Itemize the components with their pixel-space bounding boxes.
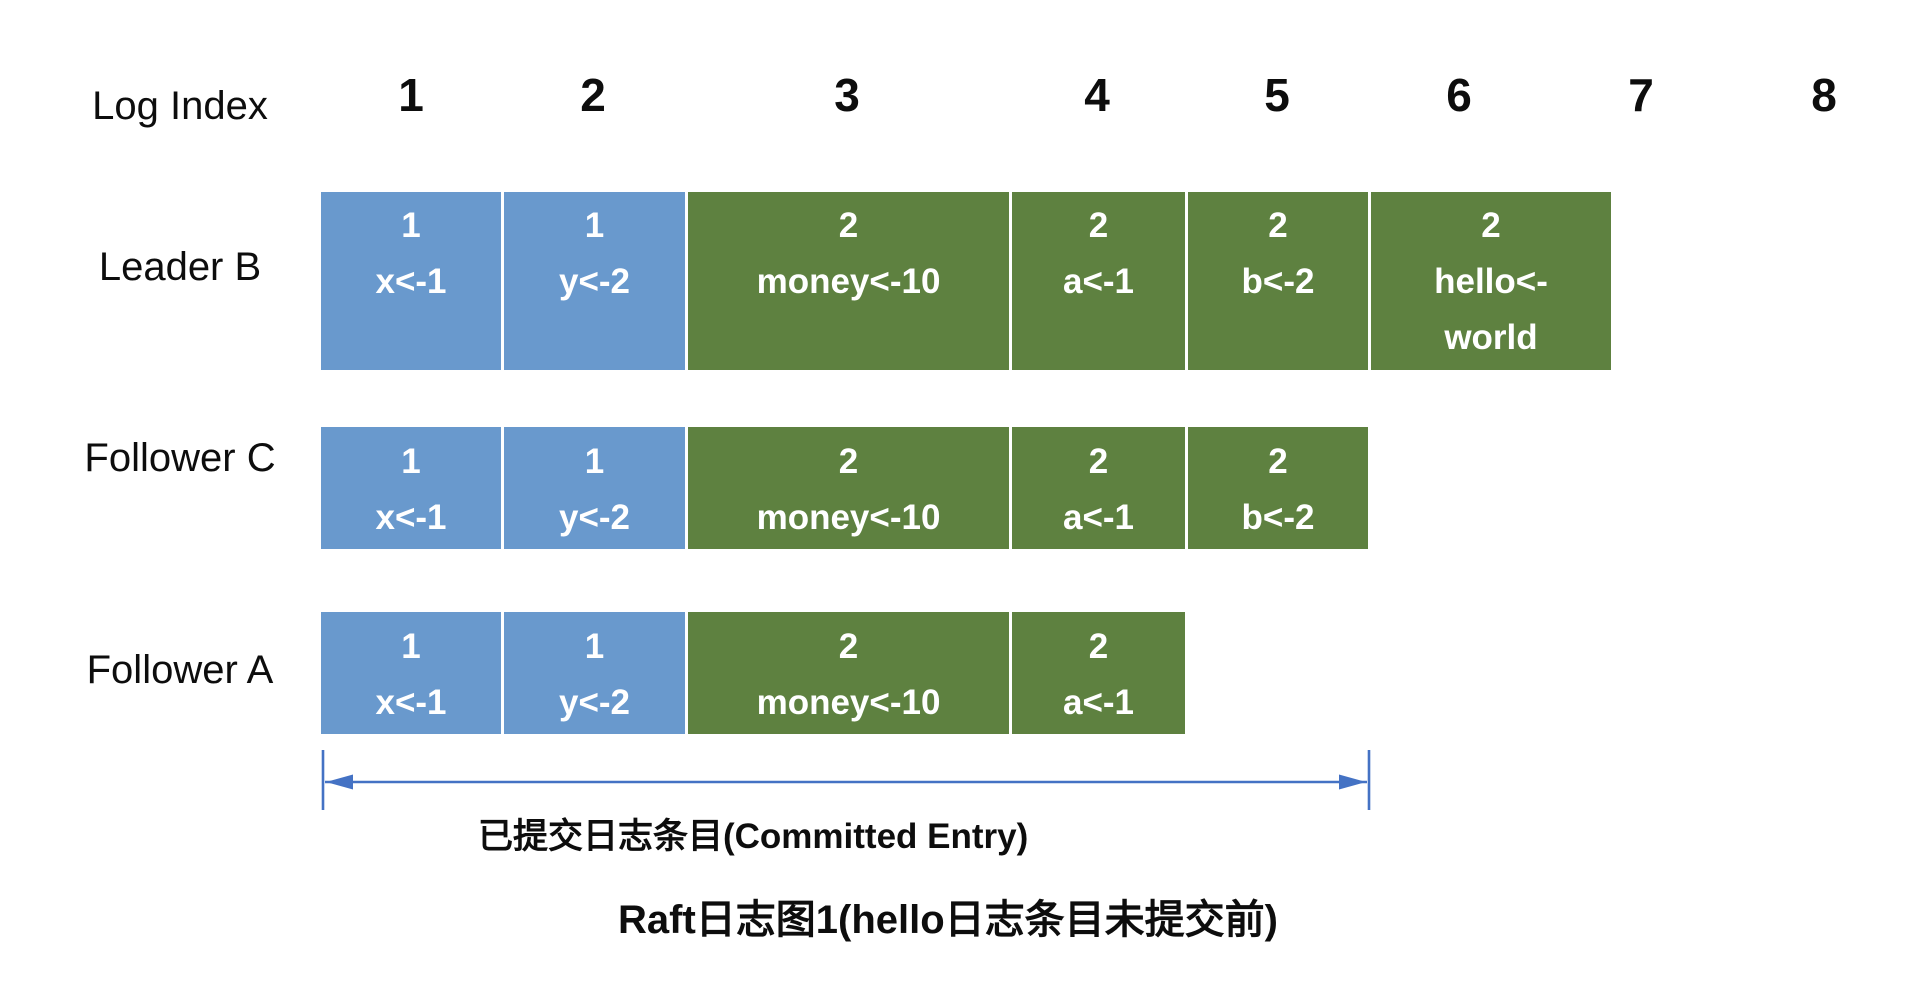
follower-a-entry-2: 1 y<-2 (504, 612, 685, 734)
entry-command: a<-1 (1062, 498, 1135, 537)
entry-term: 1 (584, 206, 605, 245)
entry-term: 1 (584, 627, 605, 666)
follower-a-entry-4: 2 a<-1 (1012, 612, 1185, 734)
entry-command: y<-2 (558, 262, 631, 301)
entry-term: 2 (1088, 206, 1109, 245)
leader-b-label: Leader B (98, 245, 262, 289)
diagram-caption: Raft日志图1(hello日志条目未提交前) (618, 898, 1278, 942)
committed-range-arrow (321, 750, 1371, 810)
follower-a-entry-3: 2 money<-10 (688, 612, 1009, 734)
follower-c-entry-1: 1 x<-1 (321, 427, 501, 549)
entry-command: b<-2 (1241, 262, 1315, 301)
entry-term: 1 (401, 627, 421, 666)
entry-command: y<-2 (558, 498, 631, 537)
entry-term: 2 (1268, 442, 1288, 481)
entry-term: 2 (838, 206, 859, 245)
follower-c-entry-5: 2 b<-2 (1188, 427, 1368, 549)
log-index-number-2: 2 (580, 69, 606, 121)
entry-term: 1 (401, 206, 421, 245)
entry-command: money<-10 (756, 262, 941, 301)
entry-command: a<-1 (1062, 683, 1135, 722)
entry-command: x<-1 (375, 262, 447, 301)
entry-command: a<-1 (1062, 262, 1135, 301)
log-index-number-3: 3 (834, 69, 860, 121)
entry-term: 2 (838, 627, 859, 666)
entry-term: 2 (1088, 627, 1109, 666)
entry-command: y<-2 (558, 683, 631, 722)
entry-term: 1 (584, 442, 605, 481)
entry-command: b<-2 (1241, 498, 1315, 537)
entry-term: 1 (401, 442, 421, 481)
entry-term: 2 (1088, 442, 1109, 481)
log-index-number-8: 8 (1811, 69, 1837, 121)
entry-command: money<-10 (756, 498, 941, 537)
log-index-header: Log Index (92, 84, 268, 128)
log-index-number-4: 4 (1084, 69, 1110, 121)
leader-b-entry-6: 2 hello<- world (1371, 192, 1611, 370)
follower-c-entry-2: 1 y<-2 (504, 427, 685, 549)
entry-term: 2 (1268, 206, 1288, 245)
leader-b-entry-1: 1 x<-1 (321, 192, 501, 370)
follower-c-label: Follower C (84, 436, 276, 480)
leader-b-entry-5: 2 b<-2 (1188, 192, 1368, 370)
leader-b-entry-2: 1 y<-2 (504, 192, 685, 370)
log-index-number-1: 1 (398, 69, 424, 121)
log-index-number-6: 6 (1446, 69, 1472, 121)
entry-term: 2 (1481, 206, 1501, 245)
log-index-number-5: 5 (1264, 69, 1290, 121)
leader-b-entry-3: 2 money<-10 (688, 192, 1009, 370)
follower-c-entry-3: 2 money<-10 (688, 427, 1009, 549)
entry-command: x<-1 (375, 683, 447, 722)
log-index-number-7: 7 (1628, 69, 1654, 121)
follower-c-entry-4: 2 a<-1 (1012, 427, 1185, 549)
committed-entry-label: 已提交日志条目(Committed Entry) (478, 817, 1029, 856)
follower-a-entry-1: 1 x<-1 (321, 612, 501, 734)
entry-command: x<-1 (375, 498, 447, 537)
leader-b-entry-4: 2 a<-1 (1012, 192, 1185, 370)
entry-command: hello<- world (1434, 262, 1548, 357)
entry-term: 2 (838, 442, 859, 481)
follower-a-label: Follower A (86, 648, 274, 692)
entry-command: money<-10 (756, 683, 941, 722)
